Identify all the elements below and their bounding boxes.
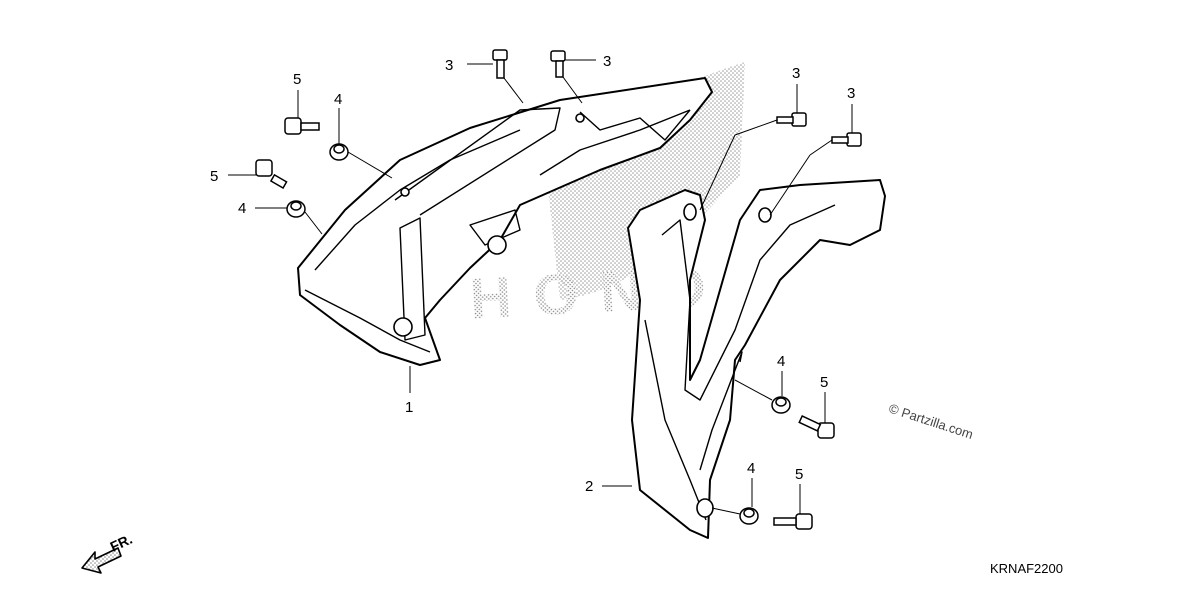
copyright-text: © Partzilla.com <box>887 401 975 442</box>
callout-4c: 4 <box>777 353 785 370</box>
bolt-3a <box>492 49 508 79</box>
callout-4d: 4 <box>747 460 755 477</box>
callout-2: 2 <box>585 478 593 495</box>
arrow-left-icon <box>81 547 122 574</box>
callout-3b: 3 <box>603 53 611 70</box>
shroud-cover-part-2 <box>627 179 886 539</box>
collar-4c <box>771 396 791 414</box>
bolt-3b <box>550 50 566 78</box>
flange-bolt-5c <box>798 415 835 439</box>
callout-5c: 5 <box>820 374 828 391</box>
callout-3a: 3 <box>445 57 453 74</box>
front-direction-arrow: FR. <box>81 531 135 574</box>
flange-bolt-5d <box>773 513 813 530</box>
collar-4a <box>329 143 349 161</box>
bolt-3d <box>831 132 862 147</box>
callout-3c: 3 <box>792 65 800 82</box>
collar-4d <box>739 507 759 525</box>
front-label: FR. <box>108 531 135 555</box>
radiator-shroud-part-1 <box>297 77 713 366</box>
callout-4b: 4 <box>238 200 246 217</box>
callout-5d: 5 <box>795 466 803 483</box>
bolt-3c <box>776 112 807 127</box>
dotted-decal-area <box>545 62 745 300</box>
diagram-code: KRNAF2200 <box>990 561 1063 576</box>
callout-5b: 5 <box>210 168 218 185</box>
callout-1: 1 <box>405 399 413 416</box>
leader-lines <box>228 59 853 515</box>
collar-4b <box>286 200 306 218</box>
callout-4a: 4 <box>334 91 342 108</box>
callout-5a: 5 <box>293 71 301 88</box>
callout-3d: 3 <box>847 85 855 102</box>
flange-bolt-5a <box>284 117 320 135</box>
flange-bolt-5b <box>255 159 288 189</box>
